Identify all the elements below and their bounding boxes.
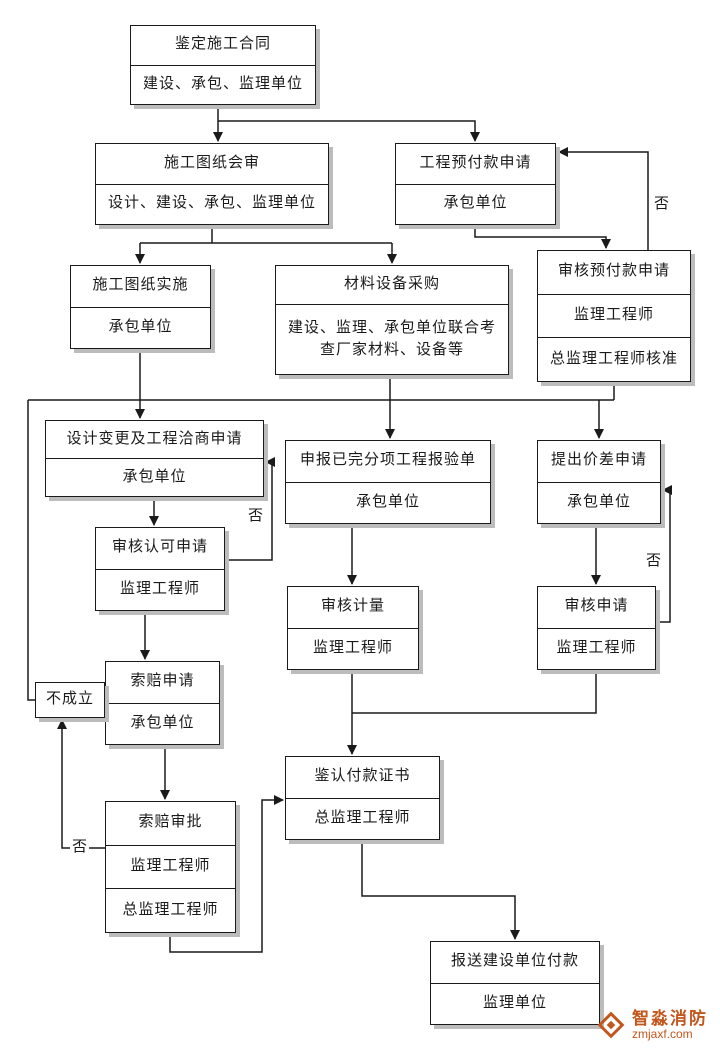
node-approval-audit: 审核认可申请 监理工程师 [95, 527, 225, 611]
node-design-change-request: 设计变更及工程洽商申请 承包单位 [45, 420, 264, 497]
node-measurement-audit: 审核计量 监理工程师 [287, 586, 419, 670]
edge-claim-approval-to-certificate [169, 795, 284, 953]
node-claim-request-title: 索赔申请 [130, 673, 195, 690]
node-completed-item-report-title: 申报已完分项工程报验单 [299, 452, 476, 469]
node-advance-payment-audit-approver: 总监理工程师核准 [538, 337, 690, 381]
node-material-procurement: 材料设备采购 建设、监理、承包单位联合考查厂家材料、设备等 [275, 265, 509, 375]
node-price-difference-request-title: 提出价差申请 [550, 452, 647, 469]
watermark-brand: 智淼消防 [632, 1008, 708, 1028]
node-contract: 鉴定施工合同 建设、承包、监理单位 [130, 25, 316, 105]
node-price-difference-request-actor: 承包单位 [538, 481, 660, 524]
node-contract-title: 鉴定施工合同 [174, 36, 271, 53]
node-drawing-review: 施工图纸会审 设计、建设、承包、监理单位 [95, 143, 329, 225]
node-drawing-review-title: 施工图纸会审 [163, 154, 260, 171]
node-submit-payment: 报送建设单位付款 监理单位 [430, 941, 600, 1025]
edge-not-established-loop [27, 400, 35, 701]
node-advance-payment-audit-title: 审核预付款申请 [557, 263, 670, 280]
node-claim-approval-actor: 监理工程师 [106, 844, 235, 889]
brand-logo-icon [597, 1011, 625, 1039]
node-submit-payment-title: 报送建设单位付款 [450, 953, 579, 970]
node-application-audit-title: 审核申请 [564, 598, 629, 615]
edge-advance-audit-no-return [558, 147, 649, 250]
node-advance-payment-audit: 审核预付款申请 监理工程师 总监理工程师核准 [537, 250, 691, 382]
node-material-procurement-detail: 建设、监理、承包单位联合考查厂家材料、设备等 [276, 304, 508, 374]
node-advance-payment-request: 工程预付款申请 承包单位 [395, 143, 556, 225]
node-claim-approval: 索赔审批 监理工程师 总监理工程师 [105, 801, 236, 933]
no-label-claim: 否 [70, 835, 90, 856]
node-drawing-implementation-actor: 承包单位 [71, 306, 210, 349]
node-not-established: 不成立 [35, 682, 105, 718]
node-payment-certificate-title: 鉴认付款证书 [314, 768, 411, 785]
node-approval-audit-title: 审核认可申请 [111, 539, 208, 556]
node-material-procurement-title: 材料设备采购 [343, 276, 440, 293]
no-label-approval-audit: 否 [246, 504, 266, 525]
no-label-advance-payment: 否 [652, 192, 672, 213]
node-advance-payment-audit-actor: 监理工程师 [538, 293, 690, 338]
node-advance-payment-request-title: 工程预付款申请 [419, 154, 532, 171]
node-submit-payment-actor: 监理单位 [431, 982, 599, 1025]
watermark: 智淼消防 zmjaxf.com [596, 1009, 708, 1042]
node-measurement-audit-title: 审核计量 [320, 598, 385, 615]
node-completed-item-report-actor: 承包单位 [286, 481, 490, 524]
node-measurement-audit-actor: 监理工程师 [288, 627, 418, 670]
node-payment-certificate-actor: 总监理工程师 [286, 797, 439, 840]
node-claim-request: 索赔申请 承包单位 [105, 661, 220, 745]
node-not-established-title: 不成立 [45, 691, 94, 708]
edge-advance-request-to-audit [474, 225, 611, 249]
edge-claim-approval-no-to-not-established [57, 719, 105, 849]
node-payment-certificate: 鉴认付款证书 总监理工程师 [285, 756, 440, 840]
node-application-audit-actor: 监理工程师 [538, 627, 655, 670]
node-advance-payment-request-actor: 承包单位 [396, 183, 555, 225]
watermark-site: zmjaxf.com [632, 1027, 693, 1042]
edge-application-audit-join [352, 670, 597, 714]
node-drawing-implementation: 施工图纸实施 承包单位 [70, 265, 211, 349]
node-approval-audit-actor: 监理工程师 [96, 568, 224, 611]
node-design-change-request-title: 设计变更及工程洽商申请 [66, 430, 243, 447]
edge-certificate-to-submit-payment [361, 840, 520, 940]
node-drawing-implementation-title: 施工图纸实施 [92, 277, 189, 294]
node-contract-actor: 建设、承包、监理单位 [131, 64, 315, 105]
node-drawing-review-actor: 设计、建设、承包、监理单位 [96, 183, 328, 225]
node-completed-item-report: 申报已完分项工程报验单 承包单位 [285, 440, 491, 524]
node-claim-approval-title: 索赔审批 [138, 814, 203, 831]
node-claim-approval-approver: 总监理工程师 [106, 888, 235, 932]
edge-application-audit-no-return [656, 485, 672, 623]
edge-approval-audit-no-return [225, 457, 275, 561]
node-application-audit: 审核申请 监理工程师 [537, 586, 656, 670]
no-label-application-audit: 否 [644, 549, 664, 570]
node-price-difference-request: 提出价差申请 承包单位 [537, 440, 661, 524]
node-design-change-request-actor: 承包单位 [46, 458, 263, 496]
node-claim-request-actor: 承包单位 [106, 702, 219, 745]
edge-contract-to-advance-request [218, 120, 480, 142]
